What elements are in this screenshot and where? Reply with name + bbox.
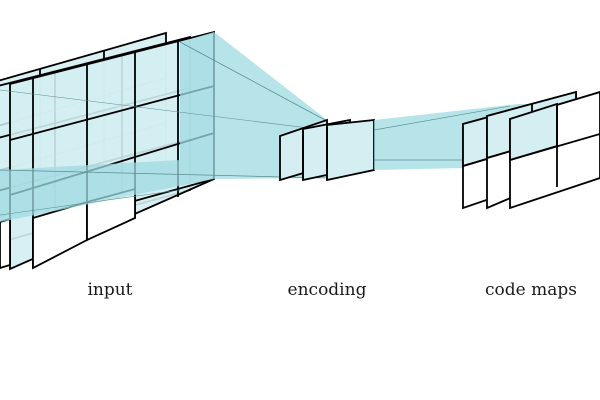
code-map-plane-front [509, 91, 600, 210]
code-maps-label: code maps [485, 280, 577, 300]
code-maps-stack [462, 90, 600, 210]
encoding-stack [279, 118, 375, 182]
input-to-encoding-funnel [0, 32, 327, 222]
encoding-label: encoding [287, 280, 367, 300]
input-label: input [87, 280, 133, 300]
encoding-plane-3 [326, 118, 375, 182]
